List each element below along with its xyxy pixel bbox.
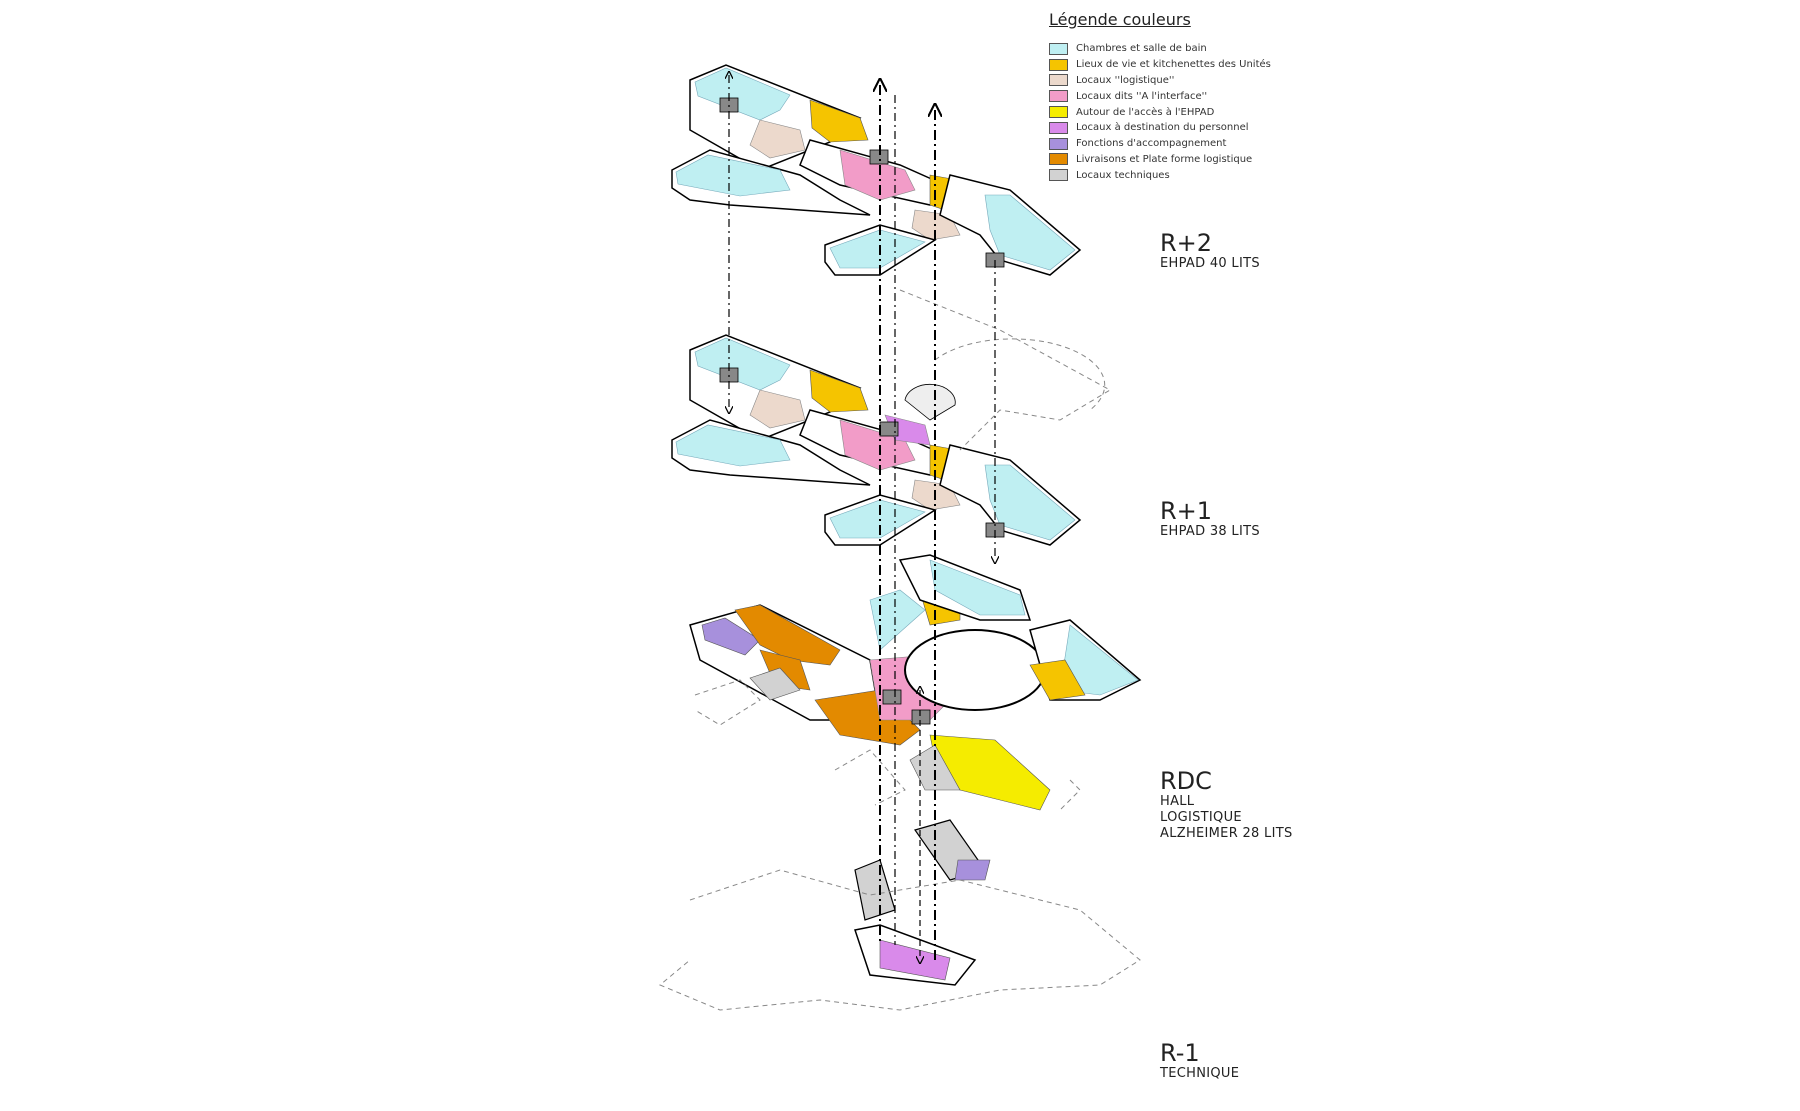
legend-item: Fonctions d'accompagnement: [1049, 136, 1309, 152]
level-description: TECHNIQUE: [1160, 1066, 1240, 1081]
legend-swatch: [1049, 106, 1068, 119]
level-description: HALL: [1160, 794, 1195, 809]
r2-wing-bottom-rooms: [829, 229, 926, 269]
legend-item: Locaux dits ''A l'interface'': [1049, 88, 1309, 104]
legend-swatch: [1049, 153, 1068, 166]
legend-swatch: [1049, 121, 1068, 134]
legend-item: Livraisons et Plate forme logistique: [1049, 152, 1309, 168]
r2-wing-right-rooms: [984, 194, 1076, 271]
r2-logistic-zone-a: [749, 119, 806, 159]
legend-item: Autour de l'accès à l'EHPAD: [1049, 104, 1309, 120]
rdc-ghost-footprint: [694, 679, 761, 726]
floor-rdc: [689, 554, 1142, 811]
floor-r1: [671, 334, 1082, 546]
level-description: EHPAD 40 LITS: [1160, 256, 1260, 271]
legend-swatch: [1049, 42, 1068, 55]
legend-label: Locaux ''logistique'': [1076, 74, 1175, 86]
legend-swatch: [1049, 169, 1068, 182]
legend-label: Livraisons et Plate forme logistique: [1076, 153, 1253, 165]
legend-label: Locaux à destination du personnel: [1076, 122, 1249, 134]
level-label-rm1: R-1 TECHNIQUE: [1160, 1040, 1239, 1082]
rm1-staff-zone: [879, 939, 951, 981]
legend-label: Locaux dits ''A l'interface'': [1076, 90, 1208, 102]
r1-stair-half-round: [904, 383, 956, 421]
rdc-stair-core-b: [911, 709, 931, 725]
legend-swatch: [1049, 58, 1068, 71]
level-label-rdc: RDC HALL LOGISTIQUE ALZHEIMER 28 LITS: [1160, 768, 1293, 842]
r1-wing-lower-rooms: [675, 424, 791, 467]
r1-logistic-zone-a: [749, 389, 806, 429]
legend-swatch: [1049, 74, 1068, 87]
rdc-yellow-zone-b: [1029, 659, 1086, 701]
rdc-stair-core-a: [882, 689, 902, 705]
legend-item: Locaux ''logistique'': [1049, 73, 1309, 89]
rdc-ghost-footprint-c: [1059, 779, 1081, 811]
legend-label: Fonctions d'accompagnement: [1076, 138, 1227, 150]
legend-title: Légende couleurs: [1049, 10, 1191, 29]
legend-item: Chambres et salle de bain: [1049, 41, 1309, 57]
legend-swatch: [1049, 90, 1068, 103]
r2-yellow-zone-a: [809, 99, 869, 143]
r1-ghost-footprint: [899, 289, 1112, 451]
level-description: EHPAD 38 LITS: [1160, 524, 1260, 539]
legend-label: Locaux techniques: [1076, 169, 1170, 181]
rm1-accompaniment: [954, 859, 991, 881]
legend-label: Autour de l'accès à l'EHPAD: [1076, 106, 1215, 118]
r2-wing-upper-rooms: [694, 67, 791, 121]
r1-wing-right-rooms: [984, 464, 1076, 541]
level-label-r1: R+1 EHPAD 38 LITS: [1160, 498, 1260, 540]
legend-label: Lieux de vie et kitchenettes des Unités: [1076, 59, 1271, 71]
level-name: RDC: [1160, 767, 1212, 795]
rdc-ghost-footprint-b: [834, 749, 906, 806]
level-name: R+1: [1160, 497, 1213, 525]
level-description: ALZHEIMER 28 LITS: [1160, 826, 1293, 841]
legend-item: Locaux techniques: [1049, 167, 1309, 183]
legend-item: Lieux de vie et kitchenettes des Unités: [1049, 57, 1309, 73]
r2-interface-zone: [839, 149, 916, 201]
level-label-r2: R+2 EHPAD 40 LITS: [1160, 230, 1260, 272]
r1-ghost-arc: [934, 338, 1106, 411]
rm1-ghost-footprint: [659, 869, 1141, 1011]
rdc-rooms-a: [869, 589, 926, 651]
floor-rm1: [854, 819, 991, 986]
r1-yellow-zone-a: [809, 369, 869, 413]
legend-swatch: [1049, 137, 1068, 150]
legend-item: Locaux à destination du personnel: [1049, 120, 1309, 136]
rdc-delivery-a: [734, 604, 841, 666]
floor-r2: [671, 64, 1082, 276]
rdc-accompaniment-a: [701, 617, 761, 656]
r1-wing-bottom-rooms: [829, 499, 926, 539]
rm1-technical-left: [854, 859, 896, 921]
legend-label: Chambres et salle de bain: [1076, 43, 1207, 55]
level-name: R+2: [1160, 229, 1213, 257]
rdc-technical-a: [749, 667, 801, 701]
level-name: R-1: [1160, 1039, 1200, 1067]
level-description: LOGISTIQUE: [1160, 810, 1242, 825]
rdc-central-garden: [904, 629, 1046, 711]
vertical-circulation: [729, 75, 995, 960]
color-legend: Légende couleurs Chambres et salle de ba…: [1049, 10, 1309, 183]
